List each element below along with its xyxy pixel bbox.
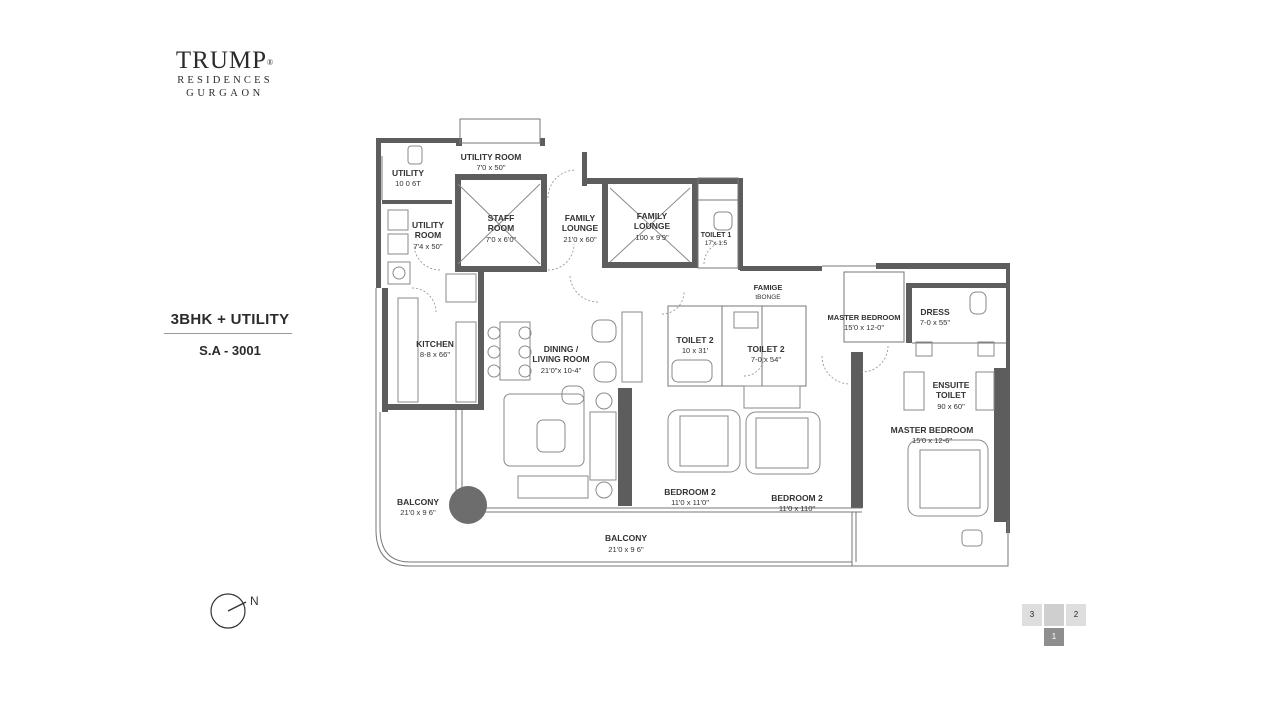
toilet-2b-size: 7-0 x 54" bbox=[751, 355, 781, 364]
staff-room-label-2: ROOM bbox=[488, 223, 514, 233]
family-lounge-1-size: 21'0 x 60" bbox=[563, 235, 597, 244]
toilet-1-size: 17'x 1:5 bbox=[705, 240, 728, 247]
toilet-2b-label: TOILET 2 bbox=[747, 344, 784, 354]
door-swings bbox=[411, 169, 889, 385]
toilet-2a-label: TOILET 2 bbox=[676, 335, 713, 345]
dress-label: DRESS bbox=[920, 307, 950, 317]
walls bbox=[376, 138, 1010, 533]
utility-small-label: UTILITY bbox=[392, 168, 424, 178]
key-cell-center bbox=[1044, 604, 1064, 626]
family-lounge-2-label: FAMILY bbox=[637, 211, 668, 221]
bedroom-2a-size: 11'0 x 11'0" bbox=[671, 498, 709, 507]
master-bedroom-label: MASTER BEDROOM bbox=[891, 425, 974, 435]
dining-living-label-2: LIVING ROOM bbox=[532, 354, 589, 364]
unit-divider bbox=[164, 333, 292, 334]
unit-type-title: 3BHK + UTILITY bbox=[170, 311, 290, 328]
utility-room-top-label: UTILITY ROOM bbox=[461, 152, 522, 162]
bedroom-2b-label: BEDROOM 2 bbox=[771, 493, 823, 503]
balcony-main-size: 21'0 x 9 6" bbox=[608, 545, 644, 554]
boundary-lines bbox=[375, 118, 1009, 567]
toilet-1-label: TOILET 1 bbox=[701, 232, 732, 239]
bedroom-2a-label: BEDROOM 2 bbox=[664, 487, 716, 497]
north-compass: N bbox=[210, 593, 259, 629]
ensuite-label-2: TOILET bbox=[936, 390, 967, 400]
kitchen-size: 8-8 x 66" bbox=[420, 350, 450, 359]
compass-circle bbox=[210, 593, 246, 629]
balcony-main-label: BALCONY bbox=[605, 533, 647, 543]
registered-mark: ® bbox=[267, 58, 275, 67]
master-bedroom-size: 15'0 x 12-6" bbox=[912, 436, 952, 445]
compass-north-label: N bbox=[250, 594, 259, 608]
brand-logo: TRUMP® RESIDENCES GURGAON bbox=[150, 48, 300, 100]
brand-line-residences: RESIDENCES bbox=[177, 75, 273, 86]
famige-label: FAMIGE bbox=[754, 283, 783, 292]
family-lounge-2-size: 100 x 9'9" bbox=[635, 233, 669, 242]
ensuite-size: 90 x 60" bbox=[937, 402, 965, 411]
family-lounge-2-label-2: LOUNGE bbox=[634, 221, 671, 231]
bedroom-2b-size: 11'0 x 110" bbox=[779, 504, 816, 513]
key-plan: 3 2 1 bbox=[1022, 604, 1088, 646]
utility-room-left-label: UTILITY bbox=[412, 220, 444, 230]
utility-room-left-size: 7'4 x 50" bbox=[413, 242, 442, 251]
balcony-left-label: BALCONY bbox=[397, 497, 439, 507]
room-labels: UTILITY ROOM 7'0 x 50" UTILITY 10 0 6T S… bbox=[392, 152, 973, 554]
balcony-left-size: 21'0 x 9 6" bbox=[400, 508, 436, 517]
staff-room-label: STAFF bbox=[488, 213, 515, 223]
dining-living-size: 21'0"x 10-4" bbox=[541, 366, 582, 375]
dress-size: 7-0 x 55" bbox=[920, 318, 950, 327]
brand-line-gurgaon: GURGAON bbox=[186, 88, 264, 99]
utility-room-left-label-2: ROOM bbox=[415, 230, 441, 240]
master-bedroom-top-size: 15'0 x 12-0" bbox=[844, 323, 884, 332]
utility-room-top-size: 7'0 x 50" bbox=[476, 163, 505, 172]
ensuite-label: ENSUITE bbox=[933, 380, 970, 390]
compass-needle bbox=[227, 601, 247, 612]
kitchen-label: KITCHEN bbox=[416, 339, 454, 349]
utility-small-size: 10 0 6T bbox=[395, 179, 421, 188]
family-lounge-1-label-2: LOUNGE bbox=[562, 223, 599, 233]
family-lounge-1-label: FAMILY bbox=[565, 213, 596, 223]
key-cell-1: 1 bbox=[1044, 628, 1064, 646]
key-cell-3: 3 bbox=[1022, 604, 1042, 626]
staff-room-size: 7'0 x 6'0" bbox=[486, 235, 517, 244]
key-cell-2: 2 bbox=[1066, 604, 1086, 626]
dining-living-label: DINING / bbox=[544, 344, 579, 354]
brand-name: TRUMP bbox=[175, 47, 268, 74]
famige-size: tBONGE bbox=[755, 294, 781, 301]
furniture bbox=[387, 145, 995, 547]
toilet-2a-size: 10 x 31' bbox=[682, 346, 709, 355]
unit-code: S.A - 3001 bbox=[199, 343, 261, 358]
master-bedroom-top-label: MASTER BEDROOM bbox=[828, 313, 901, 322]
